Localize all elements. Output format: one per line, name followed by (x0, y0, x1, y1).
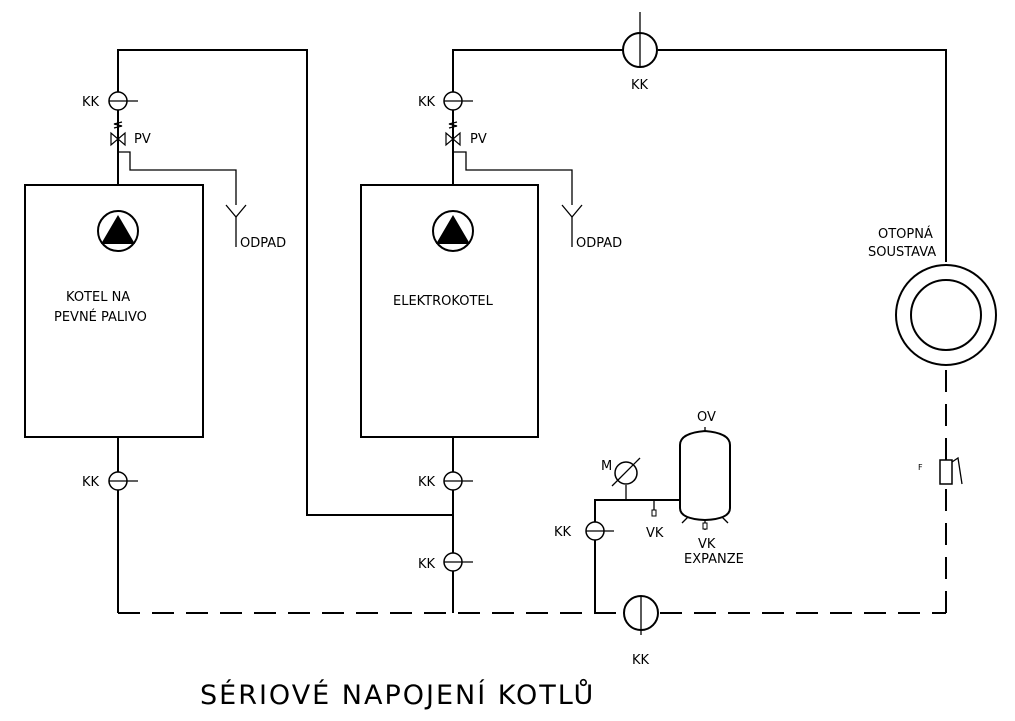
heating-system: OTOPNÁ SOUSTAVA (868, 226, 997, 366)
drain-label: ODPAD (576, 236, 622, 251)
ball-valve-label: KK (418, 475, 436, 490)
safety-valve-2: PV (445, 121, 573, 205)
diagram-title: SÉRIOVÉ NAPOJENÍ KOTLŮ (200, 679, 595, 711)
pump-icon (432, 210, 474, 252)
boiler-solid-fuel-label-1: KOTEL NA (66, 290, 130, 305)
drain-label: ODPAD (240, 236, 286, 251)
pump-icon (97, 210, 139, 252)
drain-valve: VK (646, 500, 664, 541)
ball-valve-2-bottom: KK (418, 471, 473, 491)
ball-valve-label: KK (631, 78, 649, 93)
expansion-tank-label: OV (697, 410, 716, 425)
pressure-gauge-label: M (601, 459, 612, 474)
ball-valve-label: KK (632, 653, 650, 668)
ball-valve-expansion: KK (554, 521, 614, 541)
pressure-gauge: M (601, 457, 641, 487)
boiler-electric-label: ELEKTROKOTEL (393, 294, 494, 309)
filter-label: F (918, 463, 923, 472)
ball-valve-label: KK (554, 525, 572, 540)
drain-2: ODPAD (561, 204, 622, 251)
drain-valve-label: VK (698, 537, 716, 552)
safety-valve-label: PV (470, 132, 487, 147)
ball-valve-1-bottom: KK (82, 471, 138, 491)
safety-valve-1: PV (110, 121, 237, 205)
drain-valve-label: VK (646, 526, 664, 541)
boiler-solid-fuel-label-2: PEVNÉ PALIVO (54, 309, 147, 325)
drain-1: ODPAD (225, 204, 286, 251)
ball-valve-label: KK (418, 95, 436, 110)
ball-valve-main-supply: KK (622, 12, 658, 93)
ball-valve-label: KK (82, 475, 100, 490)
filter: F (918, 456, 963, 485)
ball-valve-label: KK (82, 95, 100, 110)
ball-valve-2-top: KK (418, 91, 473, 111)
boiler-electric: ELEKTROKOTEL (360, 184, 539, 438)
ball-valve-main-return: KK (623, 595, 659, 668)
return-piping (118, 368, 947, 614)
ball-valve-label: KK (418, 557, 436, 572)
boiler-solid-fuel: KOTEL NA PEVNÉ PALIVO (24, 184, 204, 438)
safety-valve-label: PV (134, 132, 151, 147)
expansion-label: EXPANZE (684, 552, 744, 567)
ball-valve-1-top: KK (82, 91, 138, 111)
expansion-tank: OV EXPANZE VK (679, 410, 744, 567)
ball-valve-2-junction: KK (418, 552, 473, 572)
heating-system-label-1: OTOPNÁ (878, 226, 933, 242)
heating-system-label-2: SOUSTAVA (868, 245, 936, 260)
